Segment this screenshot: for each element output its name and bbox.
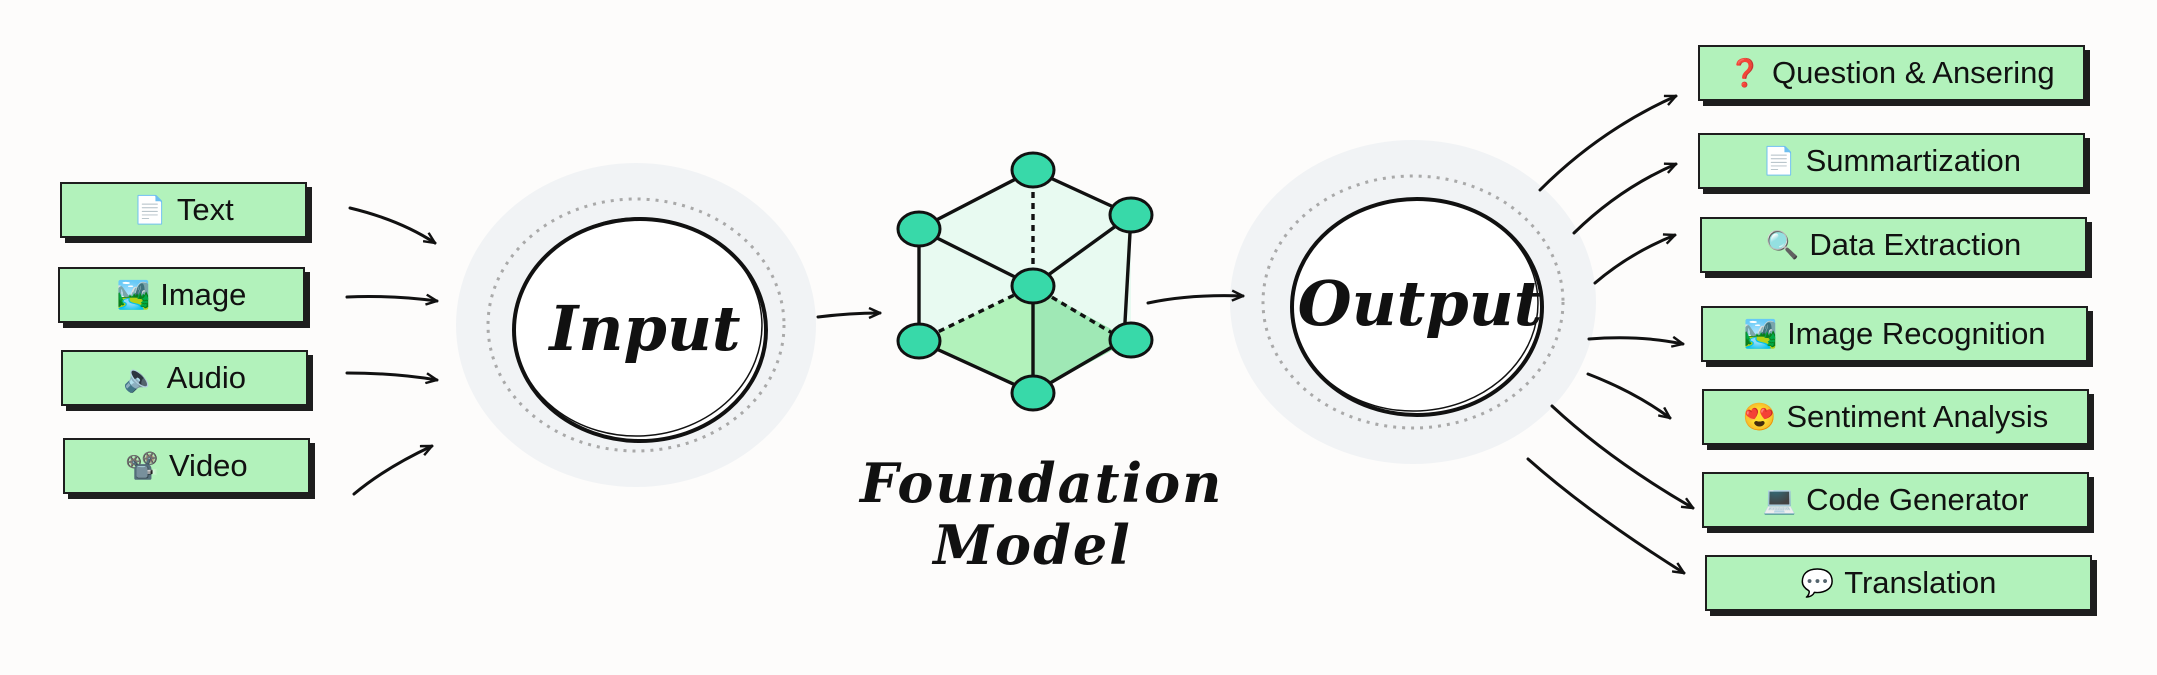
input-label-text: Text xyxy=(176,192,234,227)
film-projector-icon: 📽️ xyxy=(125,450,159,481)
foundation-model-title: Foundation Model xyxy=(860,451,1224,577)
input-label: Input xyxy=(547,292,741,365)
magnifier-icon: 🔍 xyxy=(1765,229,1800,260)
output-label-translation: Translation xyxy=(1844,565,1997,600)
landscape-image-icon: 🏞️ xyxy=(116,279,151,310)
input-circle: Input xyxy=(456,163,816,487)
speaker-icon: 🔈 xyxy=(123,362,157,393)
document-icon: 📄 xyxy=(1762,145,1796,176)
flow-arrows xyxy=(816,296,1245,317)
output-box-code-generator: 💻 Code Generator xyxy=(1702,472,2089,528)
speech-bubble-icon: 💬 xyxy=(1800,567,1835,598)
input-box-image: 🏞️ Image xyxy=(58,267,305,323)
output-label-sentiment-analysis: Sentiment Analysis xyxy=(1786,399,2049,434)
output-label-data-extraction: Data Extraction xyxy=(1809,227,2022,262)
output-box-translation: 💬 Translation xyxy=(1705,555,2092,611)
output-label-image-recognition: Image Recognition xyxy=(1787,316,2046,351)
input-box-text: 📄 Text xyxy=(60,182,307,238)
foundation-model-title-line1: Foundation xyxy=(860,451,1224,515)
input-arrows xyxy=(345,206,439,496)
output-box-question-answering: ❓ Question & Ansering xyxy=(1698,45,2085,101)
landscape-image-icon: 🏞️ xyxy=(1743,318,1778,349)
input-label-image: Image xyxy=(160,277,247,312)
foundation-model-cube-icon xyxy=(896,151,1154,412)
output-arrows xyxy=(1526,94,1695,575)
output-box-data-extraction: 🔍 Data Extraction xyxy=(1700,217,2087,273)
output-label-code-generator: Code Generator xyxy=(1806,482,2029,517)
laptop-icon: 💻 xyxy=(1762,484,1797,515)
output-box-summarization: 📄 Summartization xyxy=(1698,133,2085,189)
foundation-model-title-line2: Model xyxy=(933,513,1132,577)
question-mark-icon: ❓ xyxy=(1728,57,1762,88)
heart-eyes-face-icon: 😍 xyxy=(1742,401,1777,432)
output-circle: Output xyxy=(1230,140,1596,464)
output-label: Output xyxy=(1298,267,1543,340)
input-label-audio: Audio xyxy=(166,360,246,395)
input-box-audio: 🔈 Audio xyxy=(61,350,308,406)
input-box-video: 📽️ Video xyxy=(63,438,310,494)
output-box-sentiment-analysis: 😍 Sentiment Analysis xyxy=(1702,389,2089,445)
input-label-video: Video xyxy=(168,448,248,483)
output-box-image-recognition: 🏞️ Image Recognition xyxy=(1701,306,2088,362)
output-label-question-answering: Question & Ansering xyxy=(1772,55,2055,90)
output-label-summarization: Summartization xyxy=(1805,143,2021,178)
document-icon: 📄 xyxy=(133,194,167,225)
